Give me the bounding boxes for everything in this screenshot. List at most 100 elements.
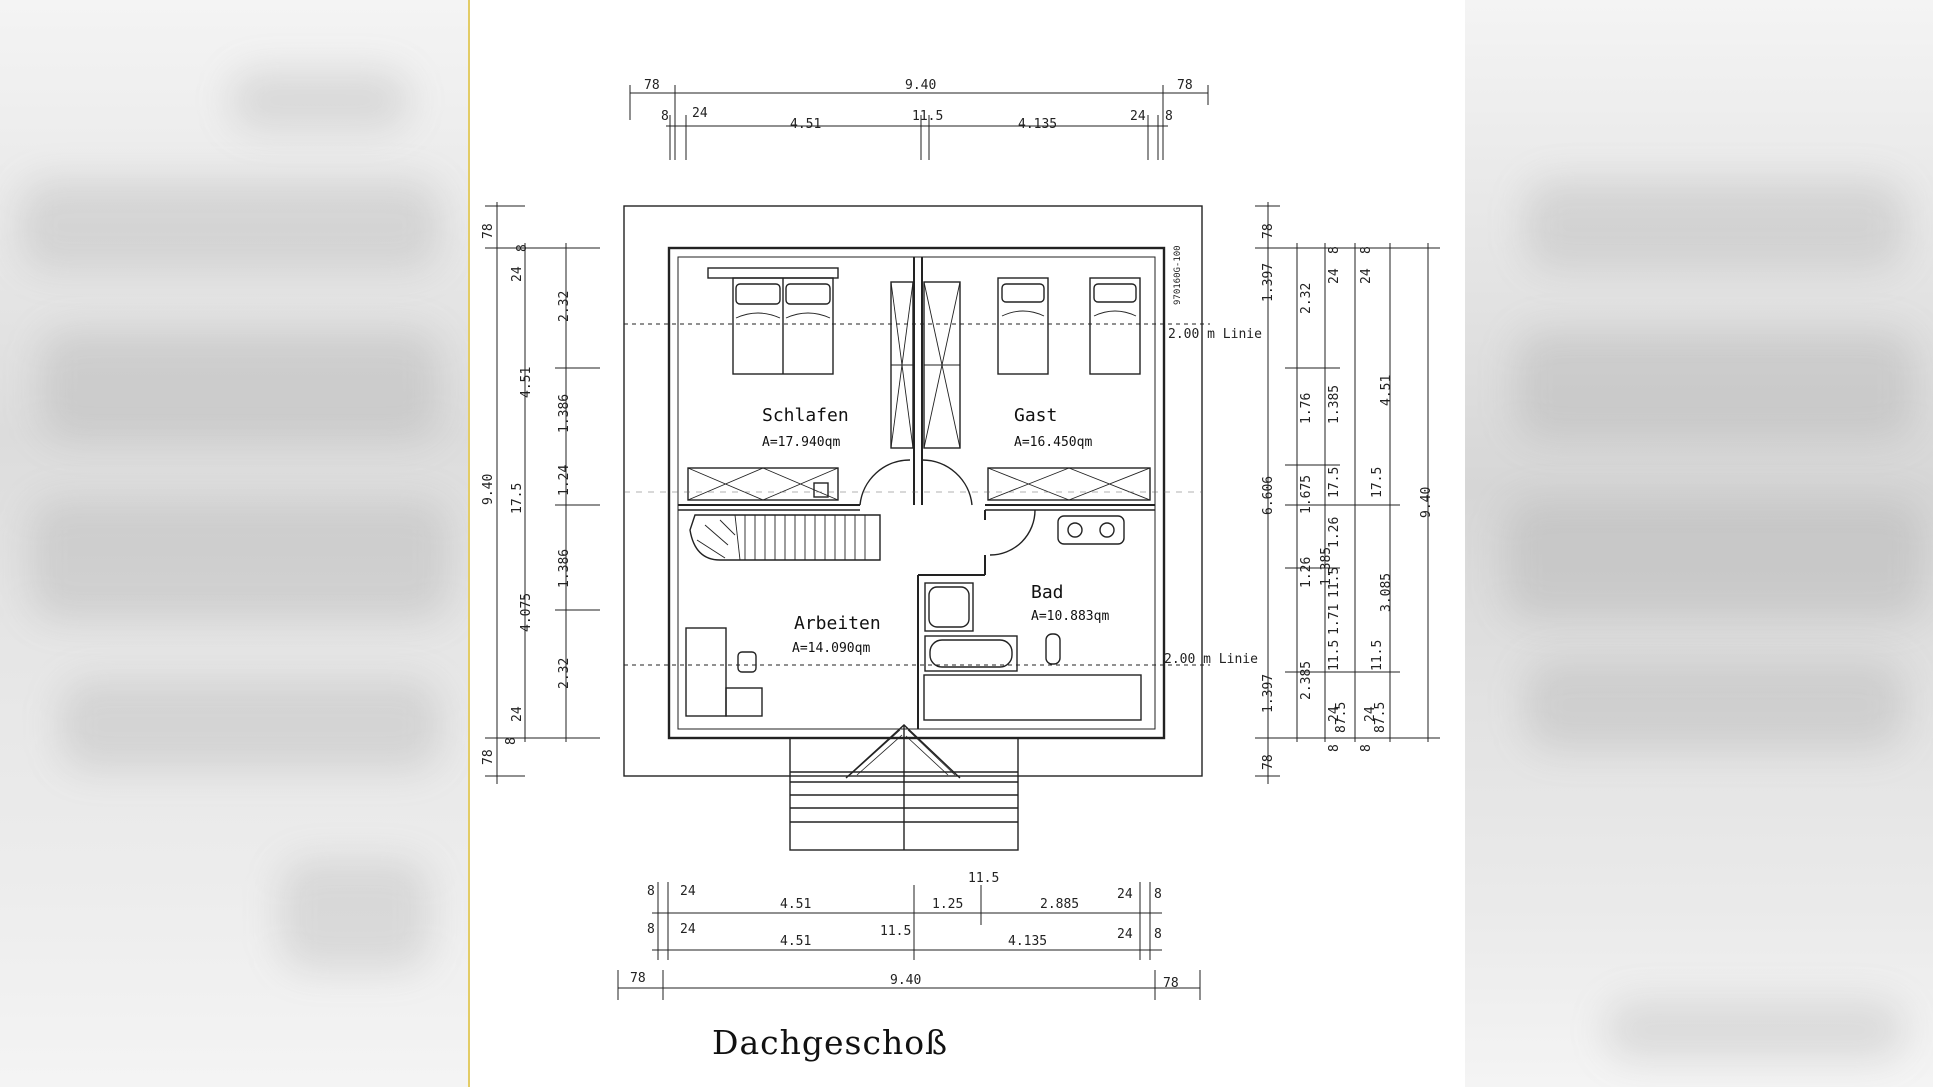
room-area-schlafen: A=17.940qm: [762, 435, 840, 450]
dim-right-a: 1.397: [1261, 674, 1276, 713]
double-sink: [1057, 515, 1125, 545]
dim-left-mid: 4.51: [519, 367, 534, 398]
dim-left-inner: 8: [504, 737, 519, 745]
room-area-bad: A=10.883qm: [1031, 609, 1109, 624]
room-name-arbeiten: Arbeiten: [794, 613, 881, 634]
dim-right-c: 8: [1327, 744, 1342, 752]
dim-right-c: 11.5: [1327, 640, 1342, 671]
room-name-gast: Gast: [1014, 405, 1057, 426]
dim-top-row2: 4.51: [790, 117, 821, 132]
dim-right-b: 2.32: [1299, 283, 1314, 314]
dim-left-mid: 4.075: [519, 593, 534, 632]
dim-right-d: 24: [1363, 706, 1378, 722]
dim-right-b: 2.385: [1299, 661, 1314, 700]
dim-right-c: 1.71: [1327, 604, 1342, 635]
door-swing: [989, 509, 1036, 556]
blurred-background-right: [1465, 0, 1933, 1087]
dim-bottom-row2: 4.135: [1008, 934, 1047, 949]
room-labels: Schlafen A=17.940qm Gast A=16.450qm Arbe…: [762, 327, 1262, 667]
door-swing: [859, 459, 911, 506]
dim-right-d: 4.51: [1379, 375, 1394, 406]
dim-right-b: 1.26: [1299, 557, 1314, 588]
dimension-lines: [485, 85, 1440, 1000]
blurred-background-left: [0, 0, 468, 1087]
dim-right-d: 24: [1359, 268, 1374, 284]
dim-right-c: 24: [1327, 268, 1342, 284]
dim-top-row2: 24: [1130, 109, 1146, 124]
dim-right-c: 1.26: [1327, 517, 1342, 548]
dim-top-row2: 4.135: [1018, 117, 1057, 132]
drawing-title: Dachgeschoß: [712, 1023, 949, 1062]
dim-bottom-row2: 4.51: [780, 934, 811, 949]
dim-bottom-row1: 4.51: [780, 897, 811, 912]
floor-plan-sheet: [468, 0, 1465, 1087]
dim-bottom-row3: 78: [1163, 976, 1179, 991]
dim-bottom-row3: 9.40: [890, 973, 921, 988]
dim-left-inner: 2.32: [557, 291, 572, 322]
dim-right-b: 1.675: [1299, 475, 1314, 514]
dim-left-inner: 1.386: [557, 549, 572, 588]
dim-right-b: 1.76: [1299, 393, 1314, 424]
dim-left-outer: 78: [481, 749, 496, 765]
dim-left-inner: 1.386: [557, 394, 572, 433]
bed-headboard: [707, 267, 839, 279]
room-area-arbeiten: A=14.090qm: [792, 641, 870, 656]
dim-top-row2: 11.5: [912, 109, 943, 124]
dim-right-c: 11.5: [1327, 567, 1342, 598]
dim-right-c: 1.385: [1327, 385, 1342, 424]
dim-bottom-row2: 8: [647, 922, 655, 937]
roof-outline: [623, 205, 1203, 777]
bathtub: [924, 635, 1018, 672]
dim-left-mid: 17.5: [510, 483, 525, 514]
dim-bottom-row1: 1.25: [932, 897, 963, 912]
dim-bottom-row1: 24: [680, 884, 696, 899]
dim-top-row1: 78: [644, 78, 660, 93]
desk: [685, 627, 727, 717]
dim-right-c: 87.5: [1334, 702, 1349, 733]
dim-bottom-row1: 8: [647, 884, 655, 899]
dim-bottom-row2: 8: [1154, 927, 1162, 942]
room-name-bad: Bad: [1031, 582, 1064, 603]
dim-bottom-row2: 11.5: [880, 924, 911, 939]
dim-left-mid: 24: [510, 706, 525, 722]
dim-left-outer: 78: [481, 223, 496, 239]
knee-wall-storage: [987, 467, 1151, 501]
dim-left-inner: 8: [515, 244, 530, 252]
dim-right-d: 17.5: [1370, 467, 1385, 498]
height-line-label: 2.00 m Linie: [1164, 652, 1258, 667]
dim-bottom-row1: 8: [1154, 887, 1162, 902]
dim-bottom-row2: 24: [680, 922, 696, 937]
dim-right-a: 78: [1261, 223, 1276, 239]
dim-right-c: 24: [1327, 706, 1342, 722]
room-area-gast: A=16.450qm: [1014, 435, 1092, 450]
dim-left-mid: 24: [510, 266, 525, 282]
dim-right-d: 11.5: [1370, 640, 1385, 671]
shower: [924, 582, 974, 632]
dim-top-row1: 78: [1177, 78, 1193, 93]
dim-bottom-row1: 2.885: [1040, 897, 1079, 912]
dim-right-e: 9.40: [1419, 487, 1434, 518]
dim-right-a: 6.606: [1261, 476, 1276, 515]
sheet-edge-line: [468, 0, 470, 1087]
exterior-wall-inner: [677, 256, 1156, 730]
chair: [813, 482, 829, 498]
toilet: [1045, 633, 1061, 665]
dim-left-inner: 2.32: [557, 658, 572, 689]
dim-right-a: 78: [1261, 754, 1276, 770]
knee-wall-storage: [687, 467, 839, 501]
dim-right-d: 87.5: [1373, 702, 1388, 733]
office-chair: [737, 651, 757, 673]
dim-bottom-row2: 24: [1117, 927, 1133, 942]
dim-top-row2: 8: [661, 109, 669, 124]
dim-right-c: 8: [1327, 246, 1342, 254]
drawing-stamp: 970160G-100: [1173, 245, 1183, 305]
dim-bottom-row3: 78: [630, 971, 646, 986]
dim-top-row1: 9.40: [905, 78, 936, 93]
dim-right-d: 8: [1359, 744, 1374, 752]
dim-bottom-row1: 24: [1117, 887, 1133, 902]
dim-right-c: 17.5: [1327, 467, 1342, 498]
single-bed: [1089, 277, 1141, 375]
dim-top-row2: 24: [692, 106, 708, 121]
dim-left-inner: 1.24: [557, 465, 572, 496]
